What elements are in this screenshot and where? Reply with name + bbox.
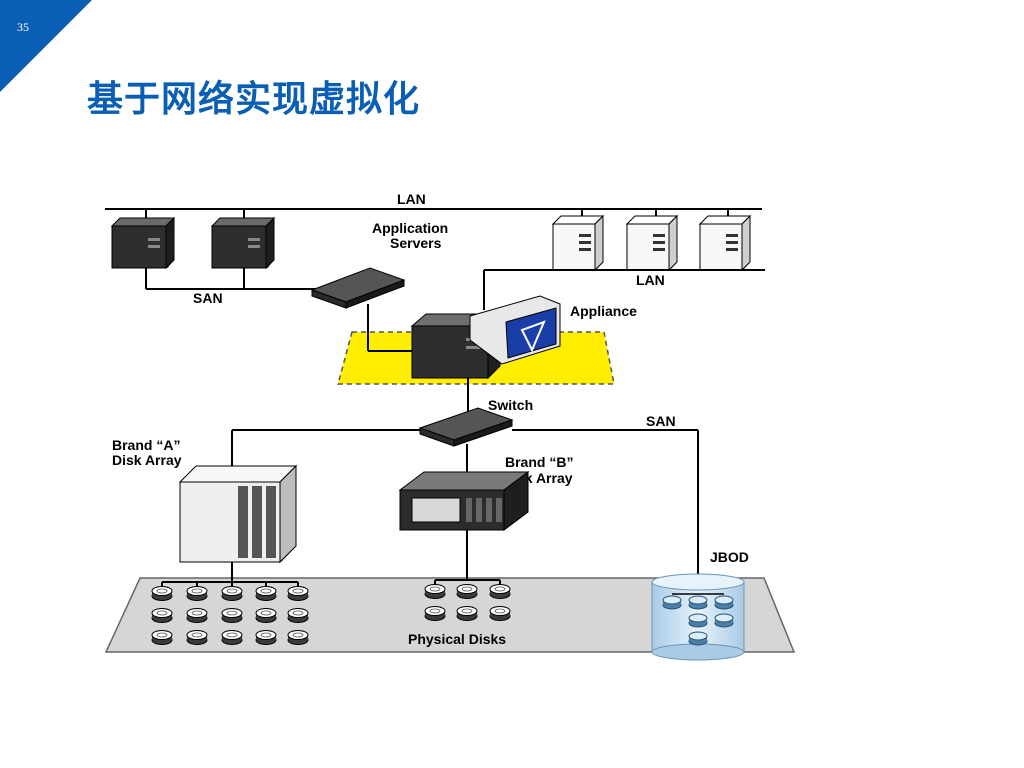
lan-right-label: LAN [636, 272, 665, 288]
appliance-monitor [469, 295, 561, 365]
san-middle-switch [418, 407, 514, 447]
client-server-3 [699, 215, 751, 271]
brand-a-disk-array [178, 464, 298, 564]
app-servers-label-line2: Servers [390, 235, 442, 251]
slide-title: 基于网络实现虚拟化 [87, 79, 421, 120]
corner-decoration [0, 0, 92, 92]
switch-label: Switch [488, 397, 533, 413]
disk-platform [104, 577, 796, 653]
page-number: 35 [17, 20, 29, 34]
jbod-enclosure [651, 573, 745, 661]
san-top-switch [310, 267, 406, 309]
brand-a-label-line2: Disk Array [112, 452, 182, 468]
brand-b-disk-array [398, 471, 530, 531]
lan-top-label: LAN [397, 191, 426, 207]
application-server-1 [111, 217, 175, 269]
brand-b-label-line1: Brand “B” [505, 454, 573, 470]
san-top-label: SAN [193, 290, 223, 306]
client-server-1 [552, 215, 604, 271]
physical-disks-label: Physical Disks [408, 631, 506, 647]
jbod-label: JBOD [710, 549, 749, 565]
appliance-label: Appliance [570, 303, 637, 319]
san-right-label: SAN [646, 413, 676, 429]
brand-a-label-line1: Brand “A” [112, 437, 180, 453]
app-servers-label-line1: Application [372, 220, 448, 236]
application-server-2 [211, 217, 275, 269]
client-server-2 [626, 215, 678, 271]
